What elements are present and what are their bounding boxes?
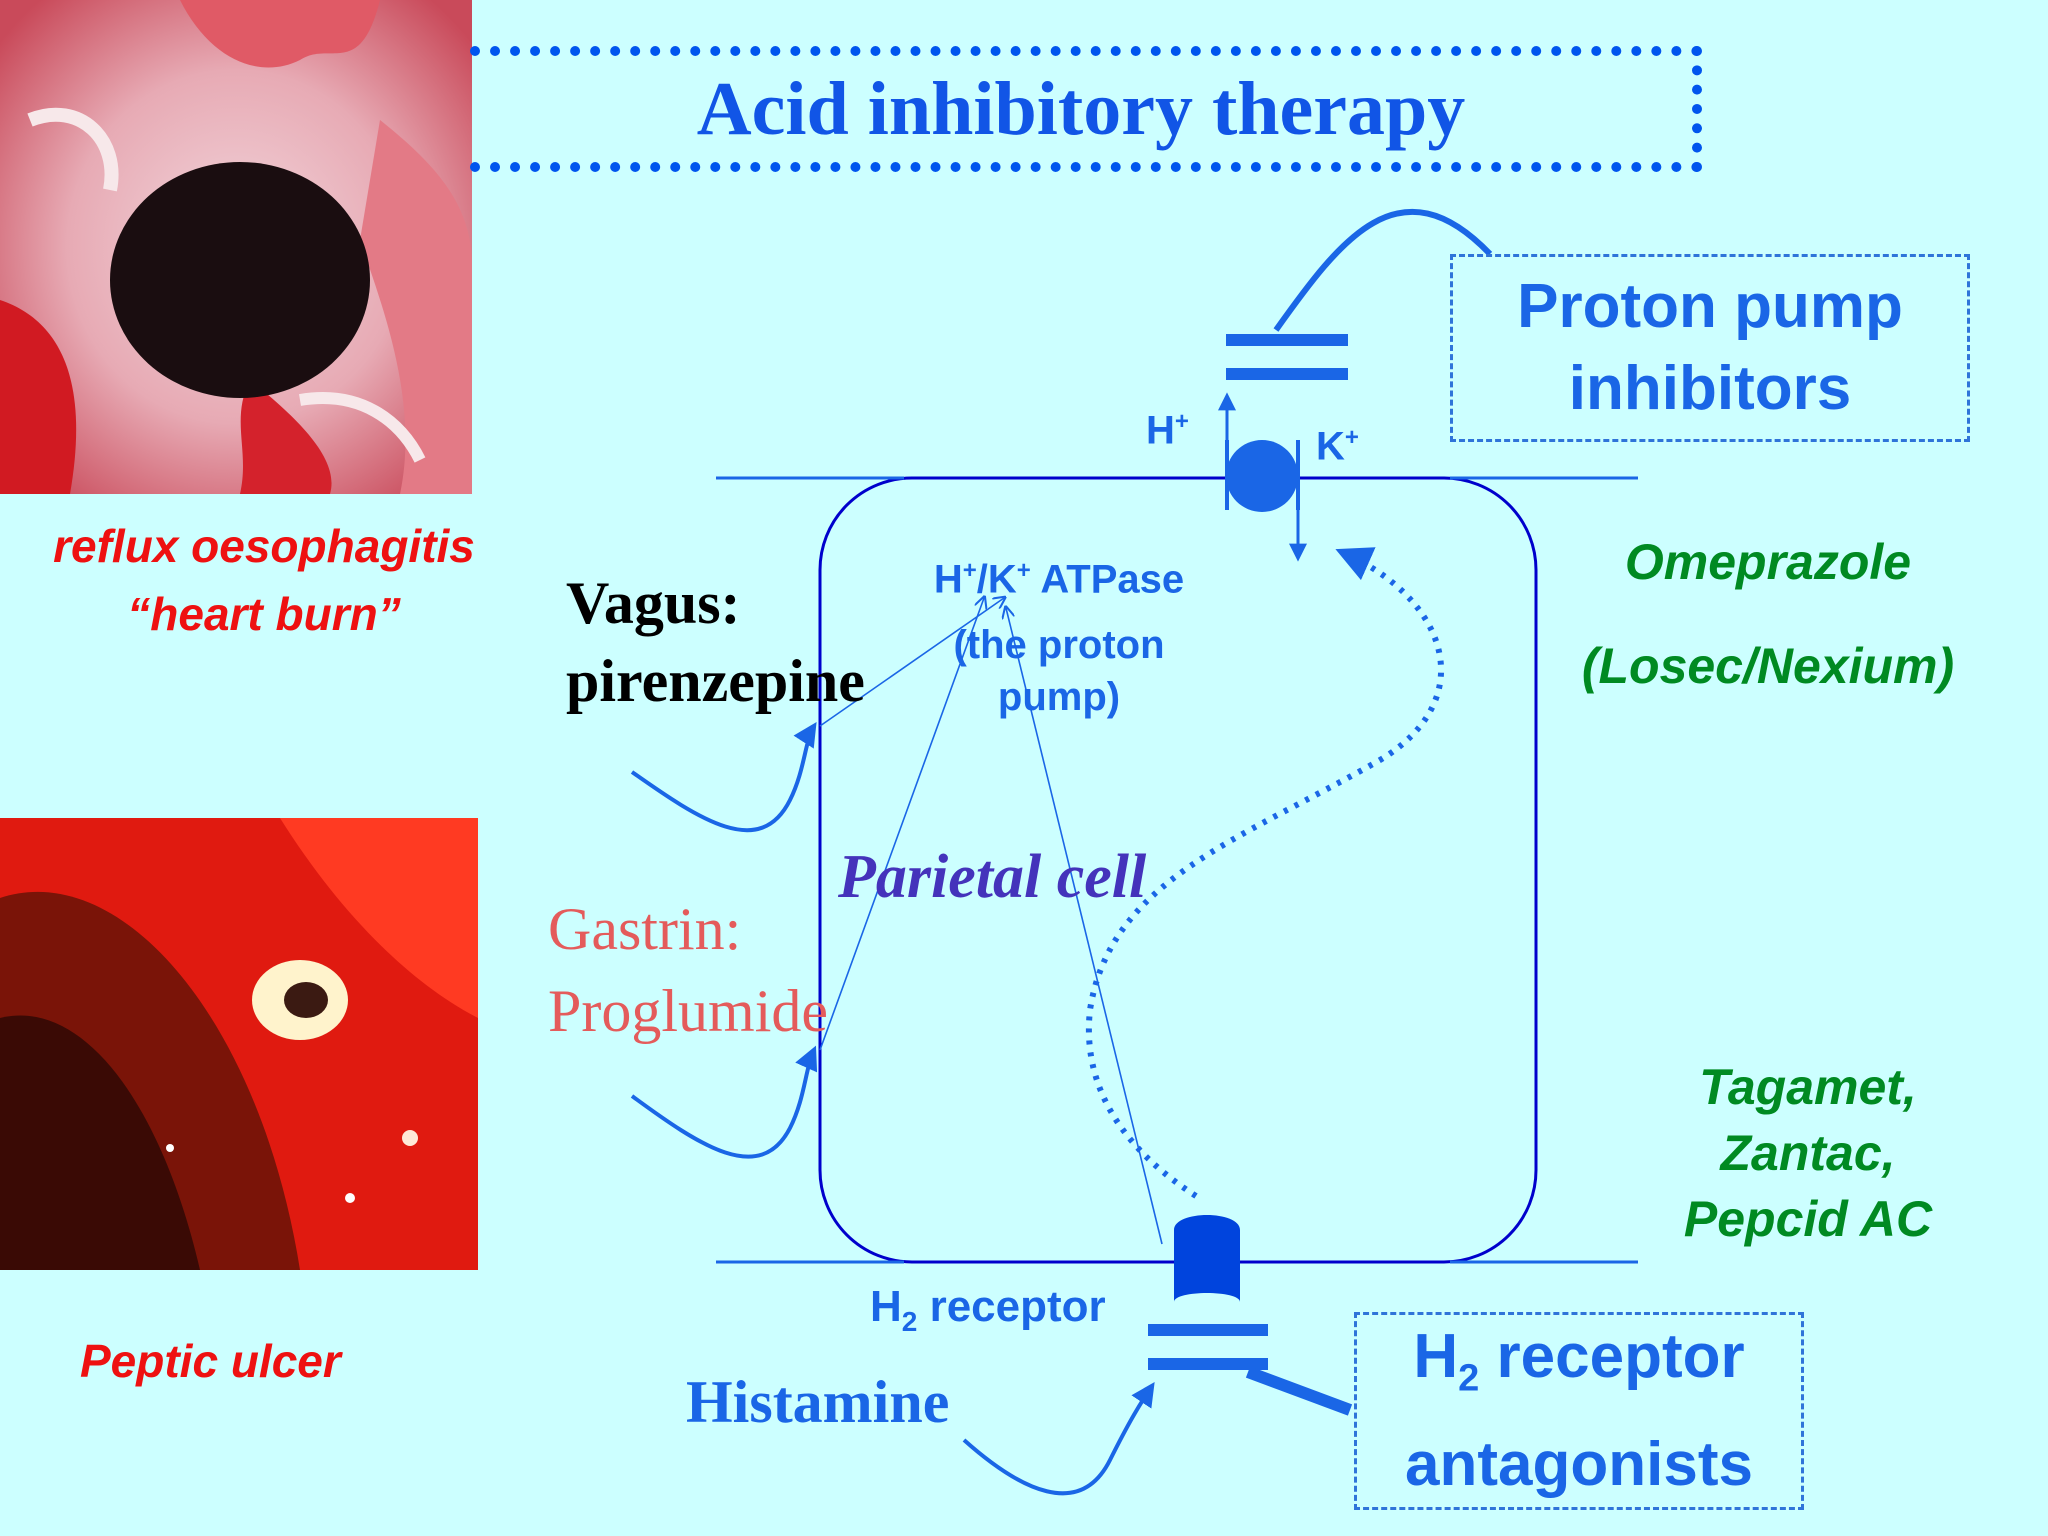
h2-antagonist-brands: Tagamet, Zantac, Pepcid AC	[1640, 1054, 1976, 1252]
brand-tagamet: Tagamet,	[1699, 1059, 1917, 1115]
reflux-caption-line1: reflux oesophagitis	[53, 520, 475, 572]
k-ion-label: K+	[1316, 424, 1359, 469]
h-ion-label: H+	[1146, 408, 1189, 453]
h2-antagonist-bar-top	[1148, 1324, 1268, 1336]
ppi-bar-bottom	[1226, 368, 1348, 380]
title-box: Acid inhibitory therapy	[470, 46, 1702, 172]
h2a-line1: H2 receptor	[1413, 1322, 1745, 1400]
atpase-line1: H+/K+ ATPase	[933, 557, 1185, 602]
h2-antagonist-bar-bottom	[1148, 1358, 1268, 1370]
vagus-title: Vagus:	[566, 570, 741, 636]
atpase-label: H+/K+ ATPase (the proton pump)	[916, 542, 1202, 726]
page-title: Acid inhibitory therapy	[696, 66, 1466, 151]
ppi-bar-top	[1226, 334, 1348, 346]
h2-receptor	[1174, 1215, 1240, 1302]
atpase-line2: (the proton	[953, 623, 1165, 668]
ppi-box: Proton pump inhibitors	[1450, 254, 1970, 442]
brand-zantac: Zantac,	[1720, 1125, 1896, 1181]
h2-antagonists-box: H2 receptor antagonists	[1354, 1312, 1804, 1510]
omeprazole-brands: (Losec/Nexium)	[1581, 638, 1955, 694]
proton-pump	[1226, 440, 1298, 512]
ppi-line2: inhibitors	[1568, 354, 1852, 423]
gastrin-drug: Proglumide	[548, 978, 828, 1044]
omeprazole-label: Omeprazole (Losec/Nexium)	[1540, 510, 1996, 718]
omeprazole-name: Omeprazole	[1624, 534, 1912, 590]
reflux-caption: reflux oesophagitis “heart burn”	[0, 512, 528, 648]
vagus-drug: pirenzepine	[566, 648, 865, 714]
parietal-cell-label: Parietal cell	[838, 843, 1147, 911]
brand-pepcid: Pepcid AC	[1683, 1191, 1933, 1247]
h2-receptor-label: H2 receptor	[870, 1282, 1106, 1337]
reflux-caption-line2: “heart burn”	[127, 588, 401, 640]
reflux-oesophagitis-photo	[0, 0, 472, 494]
peptic-ulcer-photo	[0, 818, 478, 1270]
gastrin-label: Gastrin: Proglumide	[548, 888, 828, 1052]
vagus-label: Vagus: pirenzepine	[566, 564, 865, 720]
ppi-line1: Proton pump	[1517, 272, 1903, 341]
atpase-line3: pump)	[997, 675, 1121, 720]
gastrin-title: Gastrin:	[548, 896, 742, 962]
peptic-ulcer-caption: Peptic ulcer	[80, 1335, 341, 1387]
histamine-label: Histamine	[686, 1369, 950, 1435]
h2a-line2: antagonists	[1405, 1429, 1753, 1499]
